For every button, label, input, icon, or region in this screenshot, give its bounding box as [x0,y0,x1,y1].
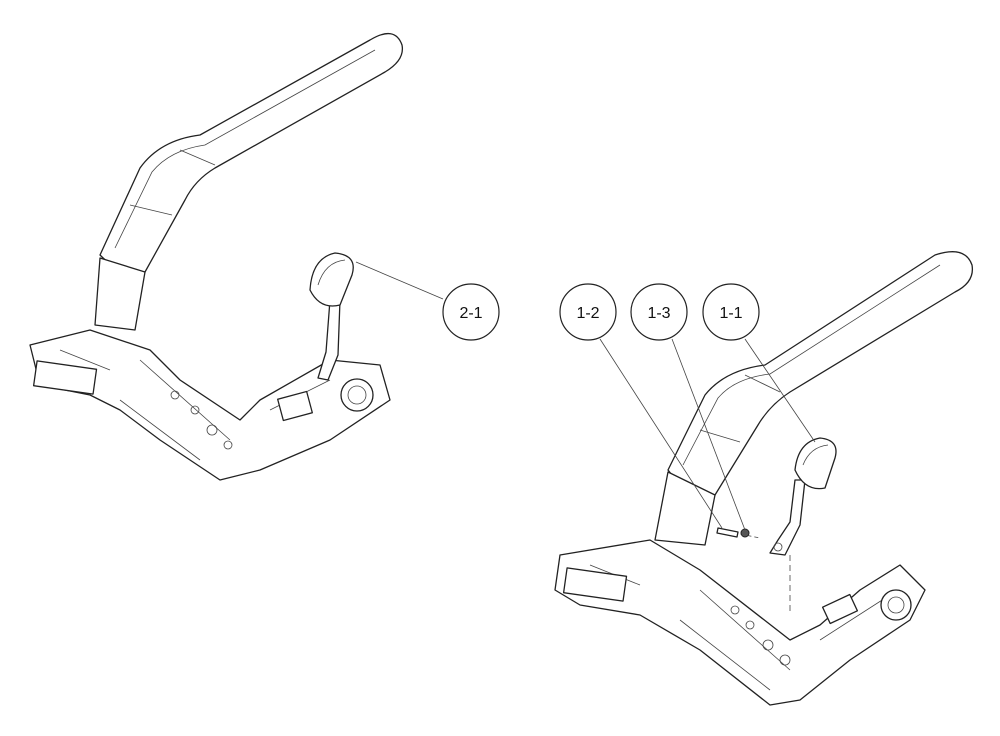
left-pivot-hub [340,378,374,412]
right-release-lever [769,479,806,556]
right-armrest-assembly [554,251,974,706]
leader-line-1-3 [671,338,746,531]
callout-1-3: 1-3 [630,283,688,341]
right-base-bracket [554,539,926,706]
callout-1-2: 1-2 [559,283,617,341]
callout-label: 1-1 [719,305,742,322]
callout-2-1: 2-1 [442,283,500,341]
screw-part [716,527,739,538]
leader-line-1-1 [744,338,816,443]
left-armrest-post [94,257,146,331]
washer-part [740,528,750,538]
leader-line-1-2 [599,338,723,529]
callout-label: 2-1 [459,305,482,322]
left-base-bracket [29,329,391,481]
right-release-handle [794,437,837,490]
callout-1-1: 1-1 [702,283,760,341]
callout-label: 1-3 [647,305,670,322]
left-armrest-pad [99,33,404,275]
right-pivot-hub [880,589,912,621]
leader-line-2-1 [355,261,444,300]
left-armrest-assembly [29,33,404,481]
right-armrest-post [654,471,716,546]
left-release-handle [309,252,354,307]
callout-label: 1-2 [576,305,599,322]
